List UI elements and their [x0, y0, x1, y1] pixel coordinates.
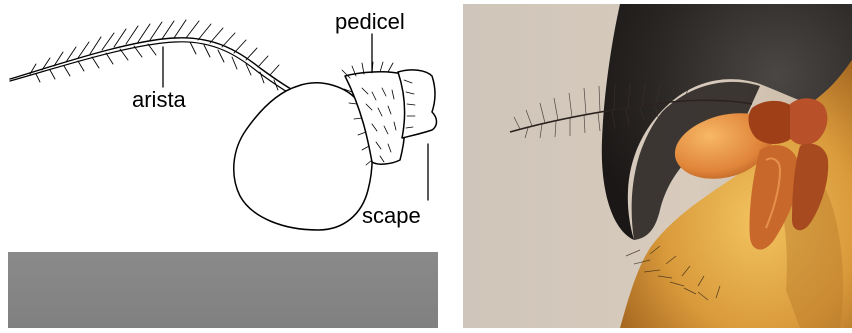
- pedicel-label: pedicel: [335, 11, 405, 33]
- flagellomere-outline: [234, 83, 372, 230]
- arista-hairs-lower: [36, 42, 278, 90]
- arista-hairs-upper: [30, 20, 279, 75]
- antenna-photo: [463, 4, 852, 328]
- antenna-drawing: [10, 20, 437, 230]
- arista-label: arista: [132, 89, 186, 111]
- gray-panel: [8, 252, 438, 328]
- scape-label: scape: [362, 205, 421, 227]
- arista-shaft: [10, 38, 300, 94]
